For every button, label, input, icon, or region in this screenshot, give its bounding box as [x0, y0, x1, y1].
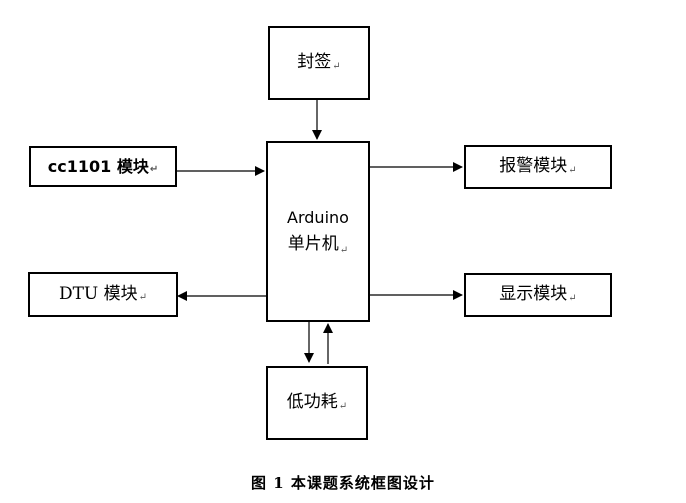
node-dtu-label: DTU 模块: [58, 283, 138, 304]
node-cc1101: cc1101 模块↵: [29, 146, 177, 187]
node-arduino-label-2-row: 单片机↵: [287, 233, 349, 256]
node-low-power-label: 低功耗: [286, 392, 338, 413]
paragraph-mark: ↵: [338, 400, 348, 412]
node-display: 显示模块↵: [464, 273, 612, 317]
node-seal: 封签↵: [268, 26, 370, 100]
figure-caption: 图 1 本课题系统框图设计: [251, 474, 435, 492]
node-cc1101-label: cc1101 模块: [47, 156, 149, 176]
paragraph-mark: ↵: [339, 244, 349, 256]
paragraph-mark: ↵: [332, 60, 341, 72]
node-alarm: 报警模块↵: [464, 145, 612, 189]
node-dtu: DTU 模块↵: [28, 272, 178, 317]
paragraph-mark: ↵: [568, 164, 577, 176]
node-display-label: 显示模块: [499, 284, 568, 305]
paragraph-mark: ↵: [138, 292, 148, 304]
node-arduino-label-1: Arduino: [287, 207, 349, 227]
node-seal-label: 封签: [297, 52, 332, 73]
paragraph-mark: ↵: [568, 292, 577, 304]
node-arduino: Arduino 单片机↵: [266, 141, 370, 322]
node-low-power: 低功耗↵: [266, 366, 368, 440]
node-alarm-label: 报警模块: [499, 156, 568, 177]
paragraph-mark: ↵: [149, 164, 159, 176]
node-arduino-label-2: 单片机: [287, 233, 339, 254]
